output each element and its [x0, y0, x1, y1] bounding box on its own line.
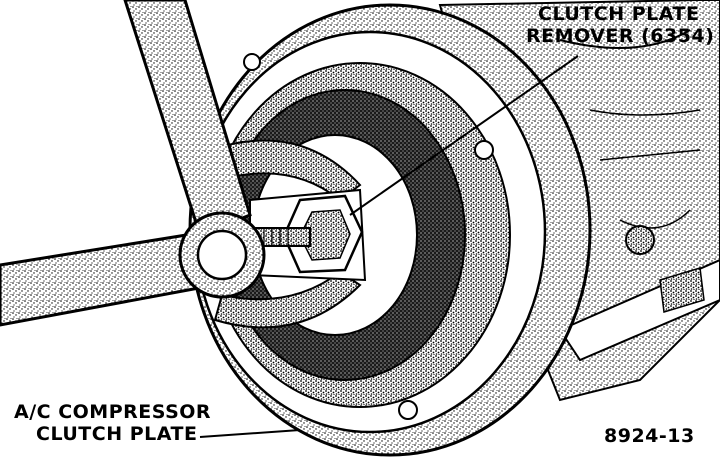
callout-clutch-plate-remover: CLUTCH PLATE REMOVER (6354) — [526, 3, 715, 48]
callout-remover-line1: CLUTCH PLATE — [538, 3, 700, 25]
callout-compressor-clutch-plate: A/C COMPRESSOR CLUTCH PLATE — [14, 401, 212, 446]
wrench — [0, 0, 266, 327]
callout-plate-line1: A/C COMPRESSOR — [14, 401, 212, 423]
callout-plate-line2: CLUTCH PLATE — [36, 422, 198, 445]
mounting-holes — [243, 53, 494, 420]
remover-tool — [208, 139, 367, 329]
leader-lines — [199, 55, 579, 438]
callout-remover-line2: REMOVER (6354) — [526, 24, 715, 47]
figure-number: 8924-13 — [604, 425, 695, 447]
